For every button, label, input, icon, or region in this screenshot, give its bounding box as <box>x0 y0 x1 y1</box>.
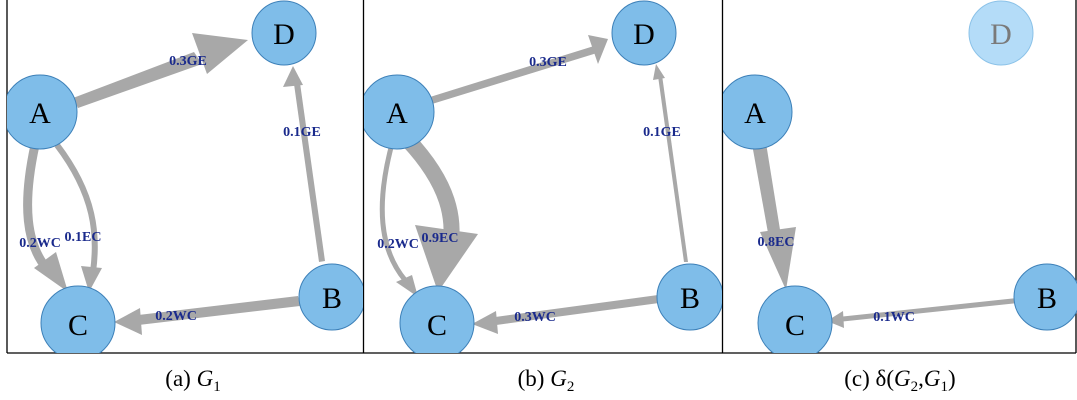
edge-label-g2-a-to-c-ec: 0.9EC <box>422 231 459 246</box>
caption-g2-sub: 2 <box>567 379 575 395</box>
arrowhead-g2-b-to-c <box>472 311 498 334</box>
node-label-g2-c: C <box>427 309 447 342</box>
node-delta-b <box>1013 263 1077 331</box>
edge-label-g2-a-to-d: 0.3GE <box>529 55 567 70</box>
edge-label-delta-a-to-c: 0.8EC <box>758 235 795 250</box>
panel-g2: 0.3GE 0.1GE 0.2WC 0.9EC 0.3WC D A B C <box>364 0 722 353</box>
edge-delta-a-to-c <box>752 143 782 244</box>
edge-g1-b-to-c <box>130 296 300 326</box>
node-label-delta-a: A <box>744 97 766 130</box>
edge-g1-a-to-d <box>73 52 202 108</box>
node-delta-a <box>723 74 793 150</box>
edge-label-g2-b-to-d: 0.1GE <box>643 125 681 140</box>
edge-label-g1-a-to-c-ec: 0.1EC <box>65 230 102 245</box>
caption-delta: (c) δ(G2,G1) <box>844 366 955 395</box>
nodes-g1: D A B C <box>7 0 363 353</box>
edge-label-g2-b-to-c: 0.3WC <box>514 310 556 325</box>
node-label-delta-d: D <box>990 18 1012 51</box>
caption-delta-symbol: G <box>894 366 911 391</box>
node-label-g1-a: A <box>29 97 51 130</box>
node-label-delta-b: B <box>1037 282 1057 315</box>
arrowhead-g2-a-to-d <box>588 35 608 64</box>
caption-delta-sub: 2 <box>911 379 919 395</box>
panel-frames <box>6 0 1077 354</box>
arrowhead-g2-a-to-c-0-9ec <box>415 225 478 292</box>
node-label-g1-c: C <box>68 309 88 342</box>
edge-g2-b-to-d <box>658 75 688 262</box>
panel-g1: 0.3GE 0.1GE 0.2WC 0.1EC 0.2WC D A B C <box>7 0 363 353</box>
node-g2-a <box>364 74 435 150</box>
caption-g1-sub: 1 <box>213 379 221 395</box>
node-delta-c <box>757 285 833 353</box>
arrowhead-g1-a-to-d <box>192 33 248 74</box>
panel-delta: 0.8EC 0.1WC D A B C <box>723 0 1077 353</box>
caption-delta-symbol2: G <box>924 366 941 391</box>
node-g2-d <box>611 0 677 66</box>
caption-delta-prefix: (c) δ( <box>844 366 894 391</box>
edge-delta-b-to-c <box>838 298 1018 322</box>
arrowhead-delta-b-to-c <box>827 311 844 328</box>
node-g1-b <box>298 263 363 331</box>
edge-g2-a-to-d <box>430 46 597 104</box>
caption-delta-sub2: 1 <box>941 379 949 395</box>
node-g2-b <box>656 263 722 331</box>
edge-labels-g1: 0.3GE 0.1GE 0.2WC 0.1EC 0.2WC <box>19 54 321 324</box>
edges-g1 <box>23 33 325 335</box>
node-label-g2-b: B <box>680 282 700 315</box>
arrowhead-g1-a-to-c-0-2wc <box>34 252 68 292</box>
node-label-delta-c: C <box>785 309 805 342</box>
arrowhead-g1-b-to-d <box>283 66 303 87</box>
arrowhead-g1-b-to-c <box>114 308 142 335</box>
arrowhead-g1-a-to-c-0-1ec <box>81 266 102 292</box>
edge-g2-b-to-c <box>488 295 659 326</box>
edge-g1-a-to-c-0-2wc <box>23 144 52 273</box>
edge-labels-delta: 0.8EC 0.1WC <box>758 235 915 325</box>
edge-label-g1-b-to-d: 0.1GE <box>283 125 321 140</box>
node-label-g2-d: D <box>633 18 655 51</box>
nodes-g2: D A B C <box>364 0 722 353</box>
caption-delta-suffix: ) <box>948 366 956 391</box>
arrowhead-g2-b-to-d <box>653 64 665 80</box>
node-label-g2-a: A <box>386 97 408 130</box>
arrowhead-delta-a-to-c <box>760 227 796 290</box>
edge-label-g2-a-to-c-wc: 0.2WC <box>377 237 419 252</box>
node-delta-d-faded <box>968 0 1034 66</box>
caption-g2-prefix: (b) <box>518 366 551 391</box>
node-g2-c <box>399 285 475 353</box>
node-g1-d <box>251 0 317 66</box>
node-g1-c <box>40 285 116 353</box>
edge-label-g1-b-to-c: 0.2WC <box>155 309 197 324</box>
node-g1-a <box>7 74 78 150</box>
nodes-delta: D A B C <box>723 0 1077 353</box>
caption-g1: (a) G1 <box>165 366 220 395</box>
caption-g2-symbol: G <box>550 366 567 391</box>
caption-g2: (b) G2 <box>518 366 575 395</box>
edge-label-delta-b-to-c: 0.1WC <box>873 310 915 325</box>
edge-g1-a-to-c-0-1ec <box>54 143 98 273</box>
edge-label-g1-a-to-d: 0.3GE <box>169 54 207 69</box>
edge-label-g1-a-to-c-wc: 0.2WC <box>19 236 61 251</box>
edge-g1-b-to-d <box>294 83 325 262</box>
caption-g1-prefix: (a) <box>165 366 196 391</box>
node-label-g1-d: D <box>273 18 295 51</box>
node-label-g1-b: B <box>322 282 342 315</box>
caption-g1-symbol: G <box>197 366 214 391</box>
edges-delta <box>752 143 1018 328</box>
caption-delta-mid: , <box>918 366 924 391</box>
edge-g2-a-to-c-0-2wc <box>379 139 407 282</box>
edge-labels-g2: 0.3GE 0.1GE 0.2WC 0.9EC 0.3WC <box>377 55 681 325</box>
captions: (a) G1 (b) G2 (c) δ(G2,G1) <box>165 366 955 395</box>
edges-g2 <box>379 35 688 334</box>
arrowhead-g2-a-to-c-0-2wc <box>396 275 418 297</box>
